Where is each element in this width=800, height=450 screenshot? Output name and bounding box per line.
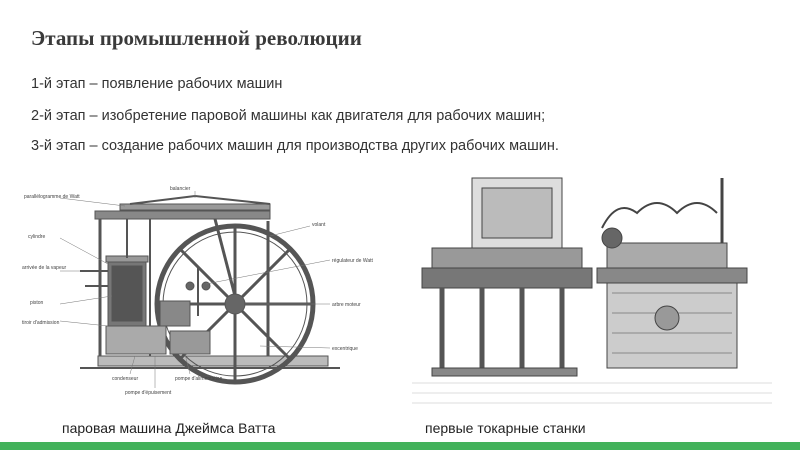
label-excentrique: excentrique [332,346,358,352]
label-piston: piston [30,300,44,306]
watt-engine-caption: паровая машина Джеймса Ватта [62,420,276,436]
label-condenseur: condenseur [112,376,138,382]
label-pompe-alimentation: pompe d'alimentation [175,376,223,382]
stage-1-text: 1-й этап – появление рабочих машин [31,76,283,92]
label-volant: volant [312,222,326,228]
stage-2-text: 2-й этап – изобретение паровой машины ка… [31,108,546,124]
slide-title: Этапы промышленной революции [31,26,362,50]
label-arrivee-vapeur: arrivée de la vapeur [22,265,67,271]
accent-bar [0,442,800,450]
label-arbre-moteur: arbre moteur [332,302,361,308]
lathes-illustration [412,177,772,404]
label-parallelogram: parallélogramme de Watt [24,194,80,200]
label-regulateur: régulateur de Watt [332,258,374,264]
watt-steam-engine-illustration: parallélogramme de Watt balancier cylind… [22,186,374,396]
label-cylindre: cylindre [28,234,45,240]
stage-3-text: 3-й этап – создание рабочих машин для пр… [31,138,559,154]
lathes-caption: первые токарные станки [425,420,586,436]
label-pompe-epuisement: pompe d'épuisement [125,390,172,396]
label-balancier: balancier [170,186,191,192]
label-tiroir: tiroir d'admission [22,320,60,326]
